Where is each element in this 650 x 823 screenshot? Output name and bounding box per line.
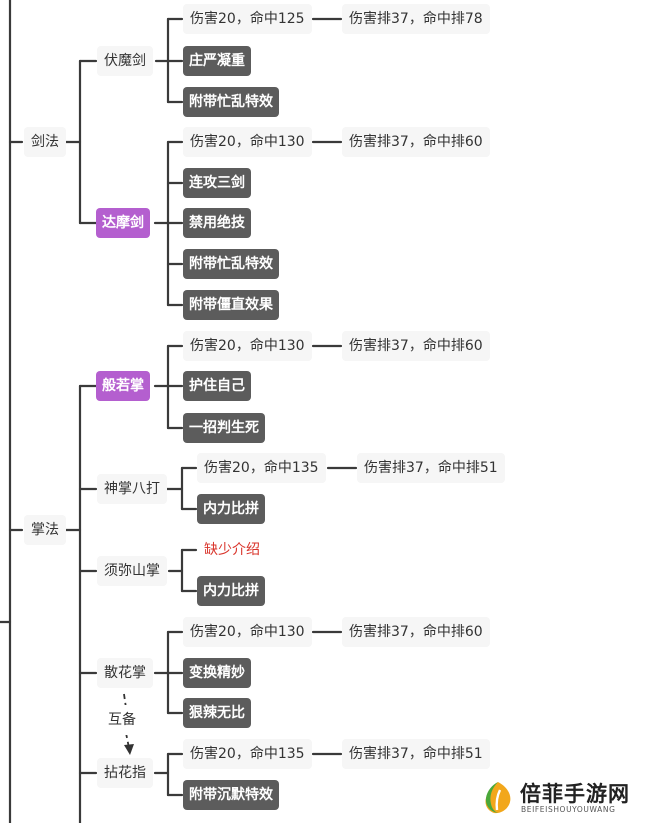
stat-damage-hit: 伤害20，命中130 [183,127,312,157]
effect-node: 庄严凝重 [183,46,251,76]
effect-node: 连攻三剑 [183,168,251,198]
stat-damage-hit: 伤害20，命中125 [183,4,312,34]
skill-bore: 般若掌 [96,371,150,401]
effect-node: 一招判生死 [183,413,265,443]
stat-rank: 伤害排37，命中排78 [342,4,490,34]
effect-node: 变换精妙 [183,658,251,688]
stat-rank: 伤害排37，命中排60 [342,617,490,647]
skill-fumo: 伏魔剑 [97,46,153,76]
effect-node: 护住自己 [183,371,251,401]
skill-xumi: 须弥山掌 [97,556,167,586]
skill-shenzhang: 神掌八打 [97,474,167,504]
effect-node: 内力比拼 [197,576,265,606]
stat-damage-hit: 伤害20，命中135 [183,739,312,769]
stat-damage-hit: 伤害20，命中130 [183,331,312,361]
watermark: 倍菲手游网 BEIFEISHOUYOUWANG [474,776,646,820]
effect-node: 附带忙乱特效 [183,87,279,117]
stat-damage-hit: 伤害20，命中135 [197,453,326,483]
category-palm: 掌法 [24,515,66,545]
stat-rank: 伤害排37，命中排60 [342,331,490,361]
skill-damo: 达摩剑 [96,208,150,238]
stat-rank: 伤害排37，命中排51 [357,453,505,483]
effect-node: 禁用绝技 [183,208,251,238]
missing-description: 缺少介绍 [204,542,260,558]
skill-sanhua: 散花掌 [97,658,153,688]
watermark-subtitle: BEIFEISHOUYOUWANG [521,805,616,814]
stat-rank: 伤害排37，命中排60 [342,127,490,157]
effect-node: 附带沉默特效 [183,780,279,810]
effect-node: 狠辣无比 [183,698,251,728]
category-sword: 剑法 [24,127,66,157]
effect-node: 附带忙乱特效 [183,249,279,279]
effect-node: 附带僵直效果 [183,290,279,320]
logo-icon [485,782,511,814]
skill-nianhua: 拈花指 [97,758,153,788]
relation-label: 互备 [106,705,138,735]
stat-rank: 伤害排37，命中排51 [342,739,490,769]
stat-damage-hit: 伤害20，命中130 [183,617,312,647]
effect-node: 内力比拼 [197,494,265,524]
watermark-title: 倍菲手游网 [520,781,630,806]
